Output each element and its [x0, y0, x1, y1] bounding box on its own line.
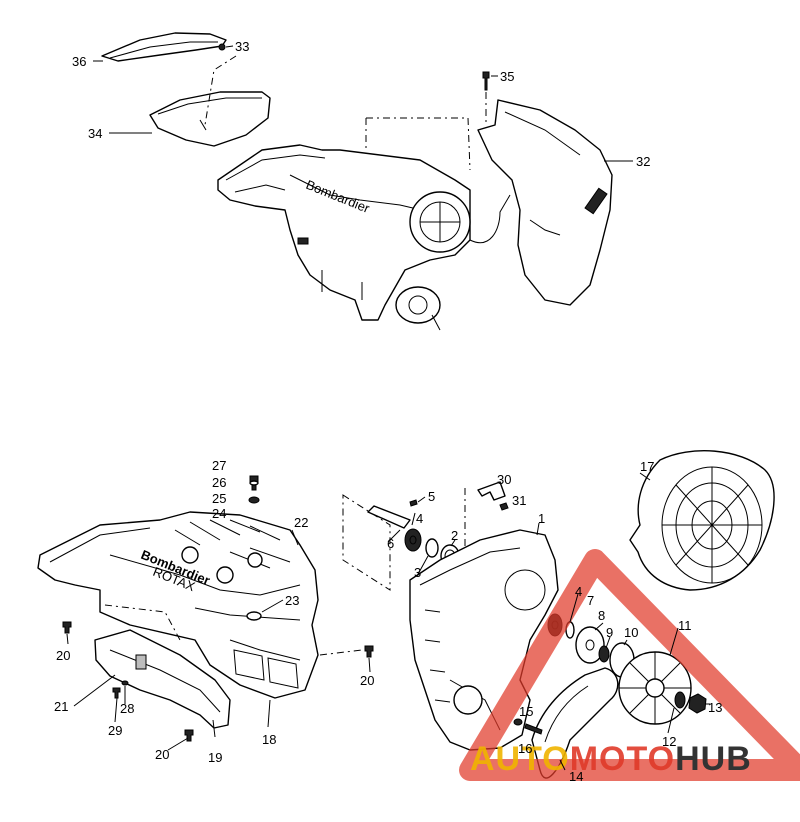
callout-13: 13 [708, 700, 722, 715]
part-6-pin [409, 499, 418, 507]
callout-23: 23 [285, 593, 299, 608]
part-15-washer [513, 718, 523, 726]
watermark-triangle [459, 549, 800, 781]
watermark-word-moto: MOTO [570, 740, 675, 778]
callout-20-left: 20 [56, 648, 70, 663]
callout-22: 22 [294, 515, 308, 530]
callout-11: 11 [678, 618, 692, 633]
callout-3: 3 [414, 565, 421, 580]
callout-19: 19 [208, 750, 222, 765]
svg-text:AUTOMOTOHUB: AUTOMOTOHUB [470, 740, 752, 778]
callout-20-right: 20 [360, 673, 374, 688]
callout-20-bottom: 20 [155, 747, 169, 762]
autmotohub-watermark: AUTOMOTOHUB [459, 549, 800, 781]
callout-18: 18 [262, 732, 276, 747]
part-29-screw [112, 687, 121, 699]
callout-21: 21 [54, 699, 68, 714]
part-21-bracket [94, 629, 231, 729]
part-5-shaft [367, 505, 411, 529]
callout-5: 6 [387, 536, 394, 551]
part-16-bolt [524, 723, 543, 735]
callout-24: 24 [212, 506, 226, 521]
part-17-fan-guard [629, 450, 775, 591]
callout-7: 7 [587, 593, 594, 608]
part-32-plate [149, 91, 271, 147]
callout-6: 5 [428, 489, 435, 504]
part-4-bearing [404, 528, 422, 552]
leader-lines [66, 45, 710, 771]
callout-33: 32 [636, 154, 650, 169]
part-35-screw [482, 71, 490, 91]
callout-16: 16 [518, 741, 532, 756]
callout-10: 10 [624, 625, 638, 640]
part-34-cover-plate [101, 32, 227, 62]
callout-34: 36 [72, 54, 86, 69]
callout-30: 30 [497, 472, 511, 487]
callout-28: 28 [120, 701, 134, 716]
part-23-bushing [246, 611, 262, 621]
callout-35: 35 [500, 69, 514, 84]
part-33-fan-shroud [477, 99, 613, 306]
callout-15: 15 [519, 704, 533, 719]
part-31-screw [499, 502, 509, 511]
part-11-fan-impeller [618, 651, 692, 725]
bottom-left-duct-assembly: Bombardier ROTAX [37, 475, 374, 742]
watermark-word-auto: AUTO [470, 740, 570, 778]
callout-2: 2 [451, 528, 458, 543]
callout-26: 26 [212, 475, 226, 490]
recoil-starter [395, 286, 441, 324]
callout-labels: 36 33 34 35 32 27 26 25 24 22 23 20 20 2… [54, 39, 722, 784]
callout-32: 34 [88, 126, 102, 141]
callout-8: 8 [598, 608, 605, 623]
callout-17: 17 [640, 459, 654, 474]
callout-31: 31 [512, 493, 526, 508]
part-9-washer [598, 645, 610, 663]
callout-9: 9 [606, 625, 613, 640]
callout-4-upper: 4 [416, 511, 423, 526]
watermark-word-hub: HUB [675, 740, 752, 778]
callout-1: 1 [538, 511, 545, 526]
callout-4-lower: 4 [575, 584, 582, 599]
callout-12: 12 [662, 734, 676, 749]
top-engine-assembly: Bombardier [101, 32, 613, 331]
part-12-washer [674, 691, 686, 709]
part-20-screw-left [62, 621, 72, 634]
part-26-washer [249, 480, 259, 486]
part-28-washer [121, 680, 129, 686]
callout-36: 33 [235, 39, 249, 54]
part-30-bracket [477, 481, 506, 501]
part-13-nut [688, 693, 707, 714]
callout-14: 14 [569, 769, 583, 784]
callout-25: 25 [212, 491, 226, 506]
part-25-nut [248, 496, 260, 504]
part-36-screw [218, 43, 226, 51]
part-20-screw-right [364, 645, 374, 658]
part-8-pulley-half [575, 626, 605, 664]
part-3-seal [425, 538, 439, 558]
callout-27: 27 [212, 458, 226, 473]
callout-29: 29 [108, 723, 122, 738]
